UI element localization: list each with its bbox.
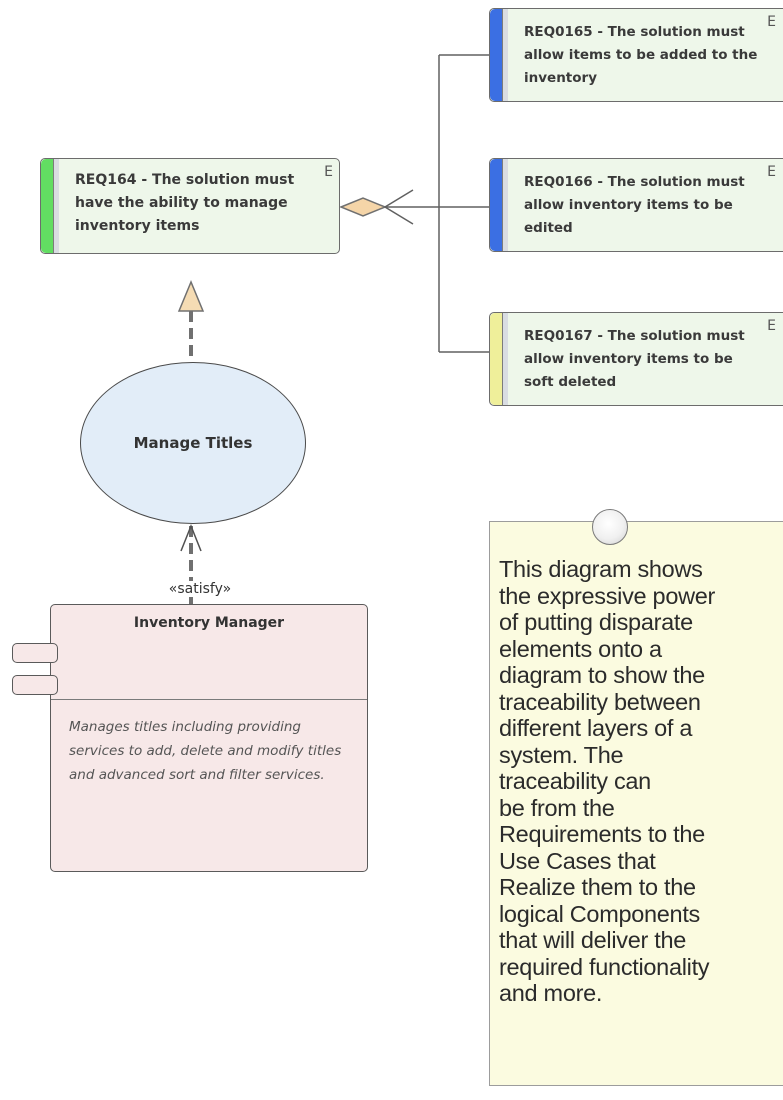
requirement-tag: E <box>767 318 776 334</box>
realization-arrowhead <box>177 280 205 312</box>
diagram-note[interactable]: This diagram shows the expressive power … <box>489 521 783 1086</box>
requirement-status-bar <box>490 9 508 101</box>
requirement-status-bar <box>490 313 508 405</box>
usecase-manage-titles[interactable]: Manage Titles <box>80 362 306 524</box>
component-title: Inventory Manager <box>133 615 285 631</box>
note-text: This diagram shows the expressive power … <box>499 556 716 1006</box>
satisfy-arrowhead <box>180 523 202 552</box>
requirement-text: REQ0167 - The solution must allow invent… <box>524 328 745 390</box>
component-divider <box>51 699 367 700</box>
requirement-req0167[interactable]: REQ0167 - The solution must allow invent… <box>489 312 783 406</box>
requirement-tag: E <box>324 164 333 180</box>
note-pin-icon <box>592 509 628 545</box>
component-port-icon <box>12 675 58 695</box>
component-notes: Manages titles including providing servi… <box>69 719 342 783</box>
requirement-text: REQ0166 - The solution must allow invent… <box>524 174 745 236</box>
aggregation-diamond <box>339 197 387 217</box>
requirement-tag: E <box>767 14 776 30</box>
requirement-req0165[interactable]: REQ0165 - The solution must allow items … <box>489 8 783 102</box>
aggregation-arrowhead <box>383 189 414 225</box>
requirement-text: REQ164 - The solution must have the abil… <box>75 172 295 234</box>
requirement-status-bar <box>490 159 508 251</box>
requirement-req164[interactable]: REQ164 - The solution must have the abil… <box>40 158 340 254</box>
requirement-tag: E <box>767 164 776 180</box>
component-inventory-manager[interactable]: Inventory Manager Manages titles includi… <box>50 604 368 872</box>
aggregation-connector <box>385 54 489 353</box>
requirement-req0166[interactable]: REQ0166 - The solution must allow invent… <box>489 158 783 252</box>
requirement-status-bar <box>41 159 59 253</box>
component-port-icon <box>12 643 58 663</box>
satisfy-label: «satisfy» <box>130 581 270 597</box>
usecase-label: Manage Titles <box>133 434 253 452</box>
requirement-text: REQ0165 - The solution must allow items … <box>524 24 758 86</box>
